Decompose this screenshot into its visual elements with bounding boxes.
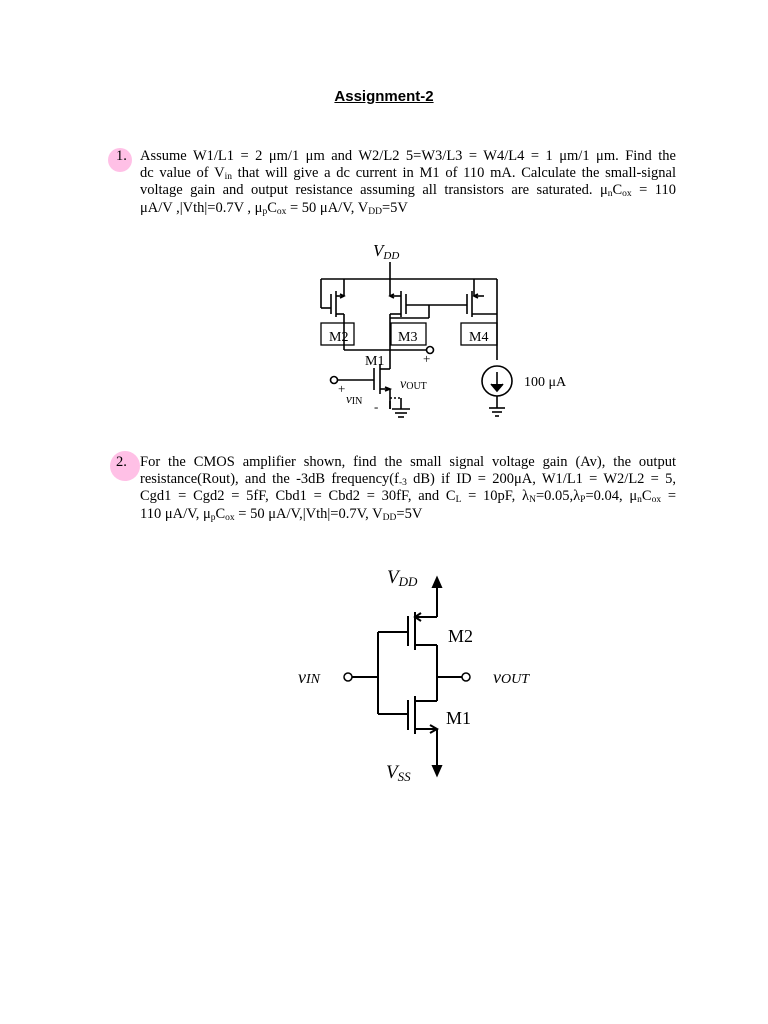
fig1-plus-vin: + (338, 381, 345, 396)
fig1-m4-label: M4 (469, 330, 488, 345)
question-1-text: Assume W1/L1 = 2 μm/1 μm and W2/L2 5=W3/… (140, 148, 676, 217)
question-2-line-2: resistance(Rout), and the -3dB frequency… (140, 471, 676, 489)
fig1-current-label: 100 μA (524, 375, 567, 390)
question-2-number: 2. (116, 454, 127, 470)
fig2-vout-label: vOUT (493, 667, 530, 687)
fig2-m1-label: M1 (446, 708, 471, 728)
highlight-mark (108, 148, 132, 172)
fig1-vout-label: vOUT (400, 377, 427, 392)
fig2-m2-label: M2 (448, 626, 473, 646)
page-title: Assignment-2 (334, 88, 434, 105)
question-2-line-4: 110 μA/V, μpCox = 50 μA/V,|Vth|=0.7V, VD… (140, 505, 423, 523)
question-2-line-3: Cgd1 = Cgd2 = 5fF, Cbd1 = Cbd2 = 30fF, a… (140, 488, 676, 506)
question-2-line-1: For the CMOS amplifier shown, find the s… (140, 454, 676, 470)
question-1-line-4: μA/V ,|Vth|=0.7V , μpCox = 50 μA/V, VDD=… (140, 199, 408, 217)
highlight-mark (110, 451, 140, 481)
fig1-vdd-label: VDD (373, 241, 399, 262)
fig2-vdd-label: VDD (387, 567, 418, 589)
question-1-line-3: voltage gain and output resistance assum… (140, 182, 676, 200)
question-1-line-1: Assume W1/L1 = 2 μm/1 μm and W2/L2 5=W3/… (140, 148, 676, 164)
question-1-number: 1. (116, 148, 127, 164)
fig2-vss-label: VSS (386, 762, 411, 784)
fig1-minus-vin: - (374, 399, 378, 414)
question-1-line-2: dc value of Vin that will give a dc curr… (140, 165, 677, 183)
fig1-m3-label: M3 (398, 330, 417, 345)
fig1-vin-label: vIN (346, 391, 362, 407)
fig1-plus-top: + (423, 351, 430, 366)
fig2-vin-label: vIN (298, 667, 321, 687)
question-2-text: For the CMOS amplifier shown, find the s… (140, 454, 676, 523)
